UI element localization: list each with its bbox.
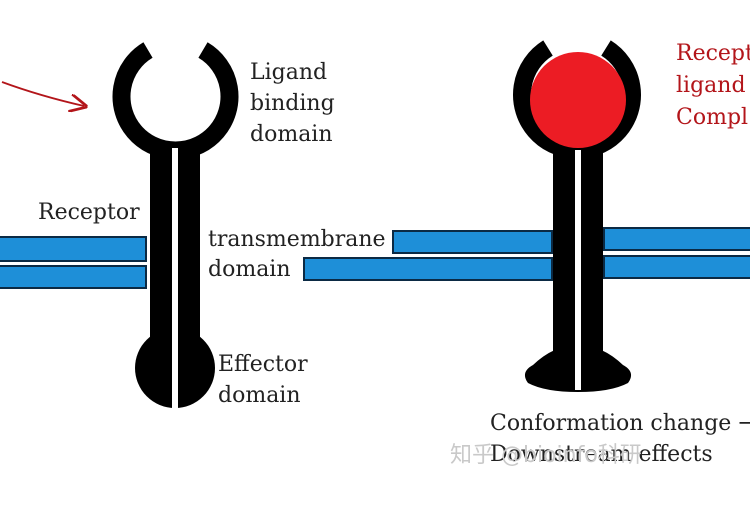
ligand-binding-label-3: domain (250, 122, 333, 147)
ligand-binding-label-2: binding (250, 91, 335, 116)
right-receptor (513, 40, 641, 392)
transmembrane-stalk-right (178, 148, 200, 368)
ligand-binding-label-1: Ligand (250, 60, 327, 85)
downstream-label: Downstream effects (490, 442, 713, 467)
receptor-label: Receptor (38, 200, 140, 225)
membrane-bar-mid-top (392, 230, 553, 254)
effector-label-1: Effector (218, 352, 308, 377)
bound-stalk-split-line (575, 150, 581, 390)
complex-label-2: ligand (676, 73, 746, 98)
membrane-bar-right-top (603, 227, 750, 251)
membrane-bar-left-bottom (0, 265, 147, 289)
complex-label-3: Compl (676, 105, 748, 130)
watermark: 知乎 @bioinfo科研 (450, 443, 642, 468)
membrane-bar-left-top (0, 236, 147, 262)
membrane-bar-mid-bottom (303, 257, 553, 281)
membrane (0, 227, 750, 289)
bound-ligand-binding-domain (513, 40, 641, 159)
complex-label-1: Recept (676, 41, 750, 66)
incoming-ligand-arrow (1, 81, 84, 106)
stalk-split-line (172, 148, 178, 413)
transmembrane-label-1: transmembrane (208, 227, 386, 252)
effector-label-2: domain (218, 383, 301, 408)
transmembrane-label-2: domain (208, 257, 291, 282)
bound-stalk-right (581, 150, 603, 370)
left-receptor (112, 42, 239, 413)
conformation-label: Conformation change → (490, 411, 750, 436)
bound-stalk-left (553, 150, 575, 370)
ligand-binding-domain (112, 42, 239, 160)
membrane-bar-right-bottom (603, 255, 750, 279)
transmembrane-stalk-left (150, 148, 172, 368)
ligand (530, 52, 626, 148)
